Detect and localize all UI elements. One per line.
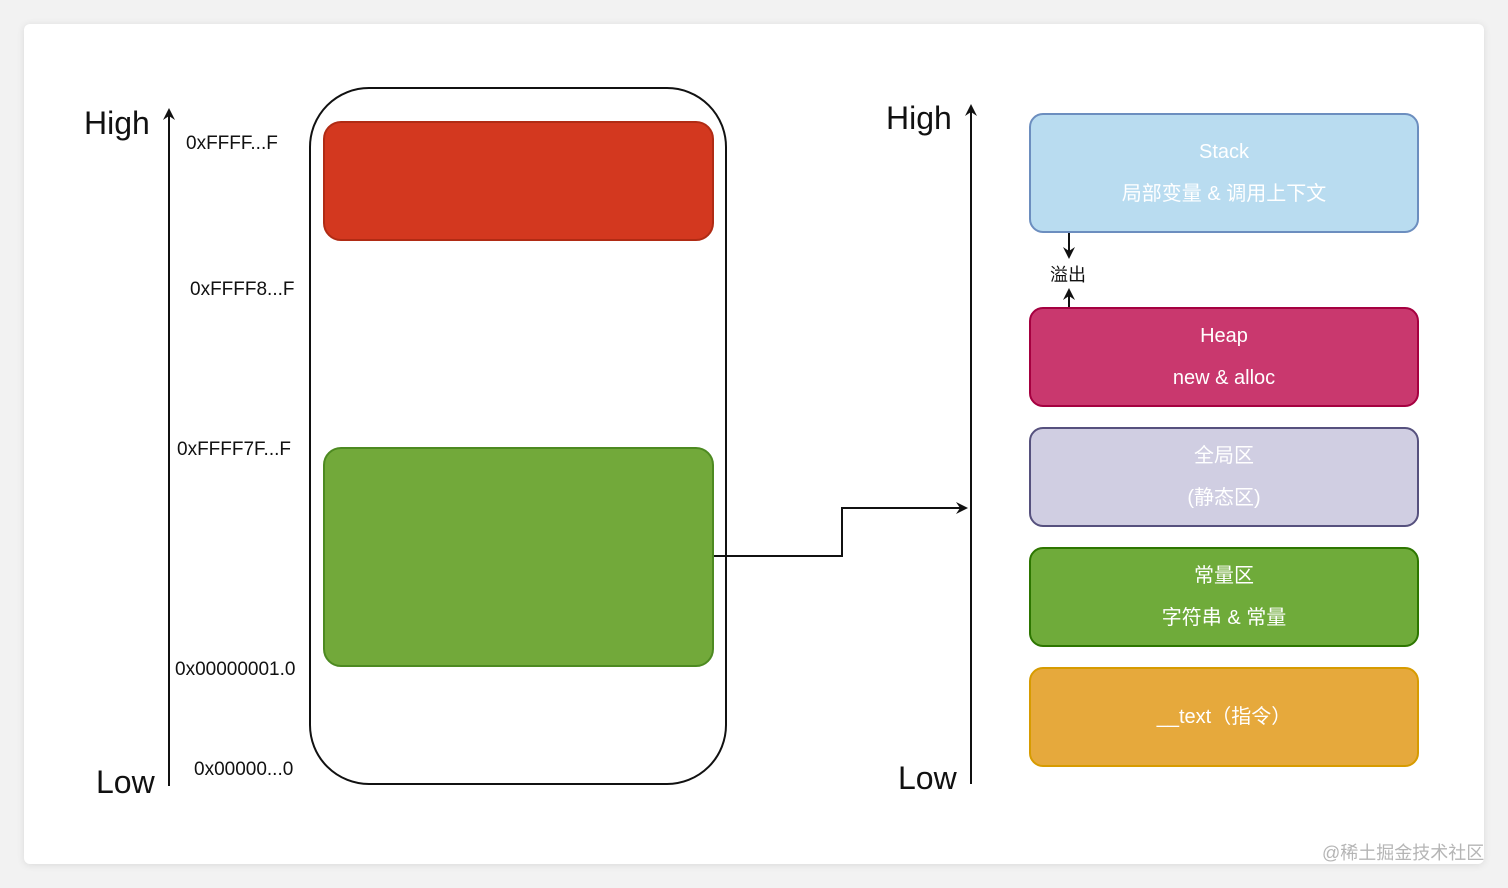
address-label: 0xFFFF8...F [190,279,295,300]
left-axis-high-label: High [84,105,150,141]
right-axis-high-label: High [886,100,952,136]
address-space-box [309,87,727,785]
segment-title: __text（指令） [1156,706,1292,728]
right-axis-low-label: Low [898,760,957,796]
segment-subtitle: 局部变量 & 调用上下文 [1121,183,1327,205]
segment-subtitle: new & alloc [1172,367,1276,389]
address-label: 0x00000001.0 [175,659,296,680]
segment-title: 全局区 [1194,445,1254,467]
kernel-space-block [323,121,714,241]
text-segment: __text（指令） [1029,667,1419,767]
overflow-label: 溢出 [1050,265,1086,285]
watermark: @稀土掘金技术社区 [1322,843,1485,863]
segment-title: 常量区 [1194,565,1254,587]
segment-subtitle: 字符串 & 常量 [1161,607,1287,629]
stack-segment: Stack 局部变量 & 调用上下文 [1029,113,1419,233]
heap-segment: Heap new & alloc [1029,307,1419,407]
segment-title: Heap [1200,325,1248,347]
user-space-block [323,447,714,667]
address-label: 0xFFFF...F [186,133,278,154]
address-label: 0x00000...0 [194,759,294,780]
address-label: 0xFFFF7F...F [177,439,291,460]
left-axis-low-label: Low [96,764,155,800]
segment-subtitle: (静态区) [1187,487,1261,509]
constant-segment: 常量区 字符串 & 常量 [1029,547,1419,647]
segment-title: Stack [1198,141,1250,163]
global-segment: 全局区 (静态区) [1029,427,1419,527]
